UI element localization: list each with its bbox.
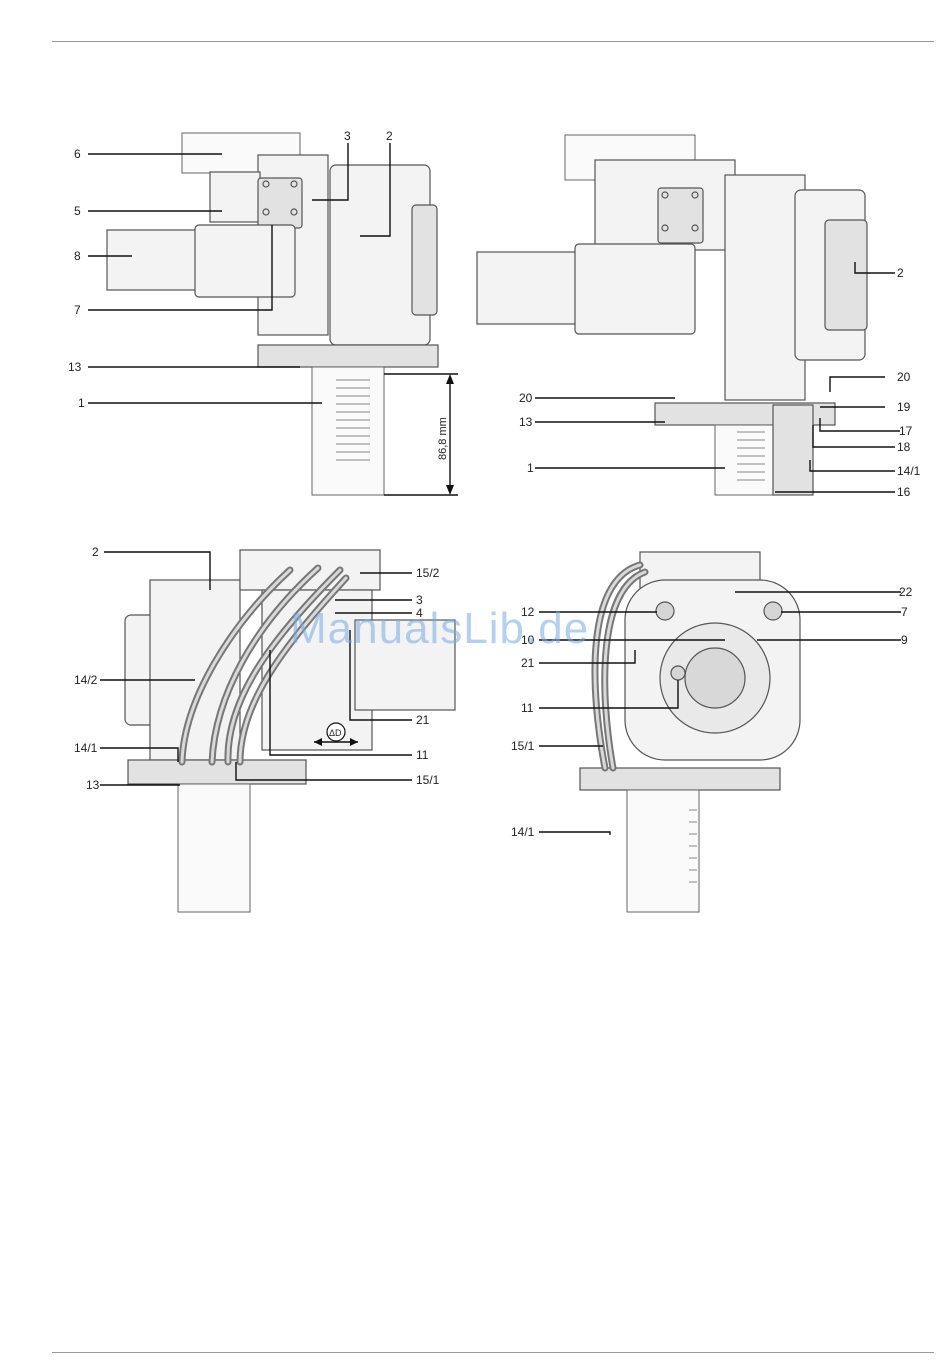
label-2: 2 xyxy=(897,266,904,280)
label-14-1: 14/1 xyxy=(74,741,98,755)
port-11 xyxy=(671,666,685,680)
figure-bottom-right: 12 10 21 11 15/1 14/1 22 7 9 xyxy=(475,530,950,930)
combustion-tube xyxy=(627,790,699,912)
label-14-2: 14/2 xyxy=(74,673,98,687)
dimension-indicator: 86,8 mm xyxy=(384,374,458,495)
figure-bottom-left: ΔD 2 14/2 14/1 13 15/2 3 4 21 11 15/1 xyxy=(0,530,475,930)
label-13: 13 xyxy=(519,415,533,429)
blast-tube xyxy=(477,252,587,324)
label-7: 7 xyxy=(901,605,908,619)
label-15-2: 15/2 xyxy=(416,566,440,580)
combustion-tube xyxy=(178,784,250,912)
label-2: 2 xyxy=(386,129,393,143)
label-11: 11 xyxy=(521,701,534,715)
label-22: 22 xyxy=(899,585,913,599)
label-8: 8 xyxy=(74,249,81,263)
motor xyxy=(575,244,695,334)
label-6: 6 xyxy=(74,147,81,161)
figure-top-left: 86,8 mm 6 5 8 7 13 1 3 2 xyxy=(0,0,475,520)
valve-block xyxy=(210,172,260,222)
fan-housing xyxy=(150,580,240,760)
flange xyxy=(258,345,438,367)
label-17: 17 xyxy=(899,424,913,438)
footer-rule xyxy=(52,1352,934,1353)
label-21: 21 xyxy=(416,713,430,727)
control-box xyxy=(240,550,380,590)
housing-plate xyxy=(725,175,805,400)
label-16: 16 xyxy=(897,485,911,499)
port-12 xyxy=(656,602,674,620)
motor xyxy=(195,225,295,297)
label-9: 9 xyxy=(901,633,908,647)
label-21: 21 xyxy=(521,656,535,670)
label-2: 2 xyxy=(92,545,99,559)
gasket-stack xyxy=(773,405,813,495)
port-7 xyxy=(764,602,782,620)
label-14-1: 14/1 xyxy=(511,825,535,839)
dimension-label: 86,8 mm xyxy=(437,417,449,460)
label-7: 7 xyxy=(74,303,81,317)
label-1: 1 xyxy=(527,461,534,475)
label-1: 1 xyxy=(78,396,85,410)
fan-cover xyxy=(412,205,437,315)
label-15-1: 15/1 xyxy=(511,739,535,753)
delta-d-symbol: ΔD xyxy=(329,728,342,738)
label-18: 18 xyxy=(897,440,911,454)
label-5: 5 xyxy=(74,204,81,218)
label-20-left: 20 xyxy=(519,391,533,405)
fan-cover xyxy=(825,220,867,330)
label-3: 3 xyxy=(344,129,351,143)
label-14-1: 14/1 xyxy=(897,464,921,478)
watermark: ManualsLib.de xyxy=(290,604,589,654)
combustion-tube xyxy=(715,425,773,495)
label-19: 19 xyxy=(897,400,911,414)
label-15-1: 15/1 xyxy=(416,773,440,787)
fan-hub xyxy=(685,648,745,708)
label-13: 13 xyxy=(86,778,100,792)
figure-top-right: 2 20 19 17 18 14/1 16 20 13 1 xyxy=(475,0,950,520)
label-11: 11 xyxy=(416,748,429,762)
flange xyxy=(580,768,780,790)
combustion-tube xyxy=(312,367,384,495)
label-20: 20 xyxy=(897,370,911,384)
label-13: 13 xyxy=(68,360,82,374)
blast-tube-left xyxy=(107,230,202,290)
